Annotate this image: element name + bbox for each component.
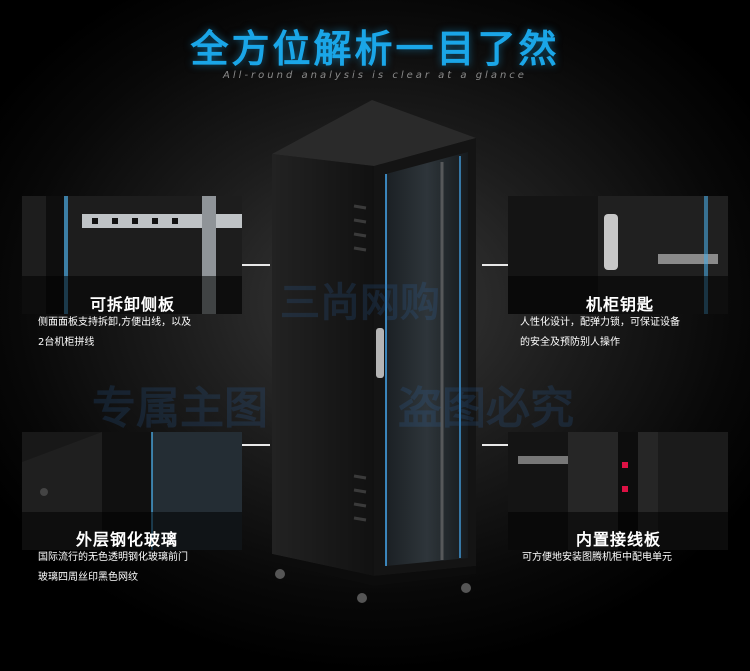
connector-line — [242, 264, 270, 266]
server-cabinet-image — [262, 96, 484, 626]
feature-desc-side-panel: 侧面面板支持拆卸,方便出线，以及 2台机柜拼线 — [38, 317, 192, 348]
feature-desc-wiring: 可方便地安装图腾机柜中配电单元 — [522, 552, 672, 563]
tempered-glass-photo — [22, 432, 242, 550]
connector-line — [482, 264, 508, 266]
connector-line — [482, 444, 508, 446]
page-title: 全方位解析一目了然 — [190, 27, 560, 71]
watermark-text: 三尚网购 — [280, 280, 440, 326]
watermark-text: 盗图必究 — [398, 383, 574, 434]
feature-title-wiring: 内置接线板 — [576, 530, 662, 549]
feature-title-glass: 外层钢化玻璃 — [76, 530, 179, 549]
connector-line — [242, 444, 270, 446]
side-panel-photo — [22, 196, 242, 314]
feature-desc-glass: 国际流行的无色透明钢化玻璃前门 玻璃四周丝印黑色网纹 — [38, 552, 188, 583]
feature-desc-key-lock: 人性化设计，配弹力锁，可保证设备 的安全及预防别人操作 — [520, 317, 680, 348]
wiring-board-photo — [508, 432, 728, 550]
page-subtitle: All-round analysis is clear at a glance — [223, 70, 527, 81]
watermark-text: 专属主图 — [92, 383, 268, 434]
feature-title-key-lock: 机柜钥匙 — [586, 295, 655, 314]
key-lock-photo — [508, 196, 728, 314]
feature-title-side-panel: 可拆卸侧板 — [90, 295, 176, 314]
